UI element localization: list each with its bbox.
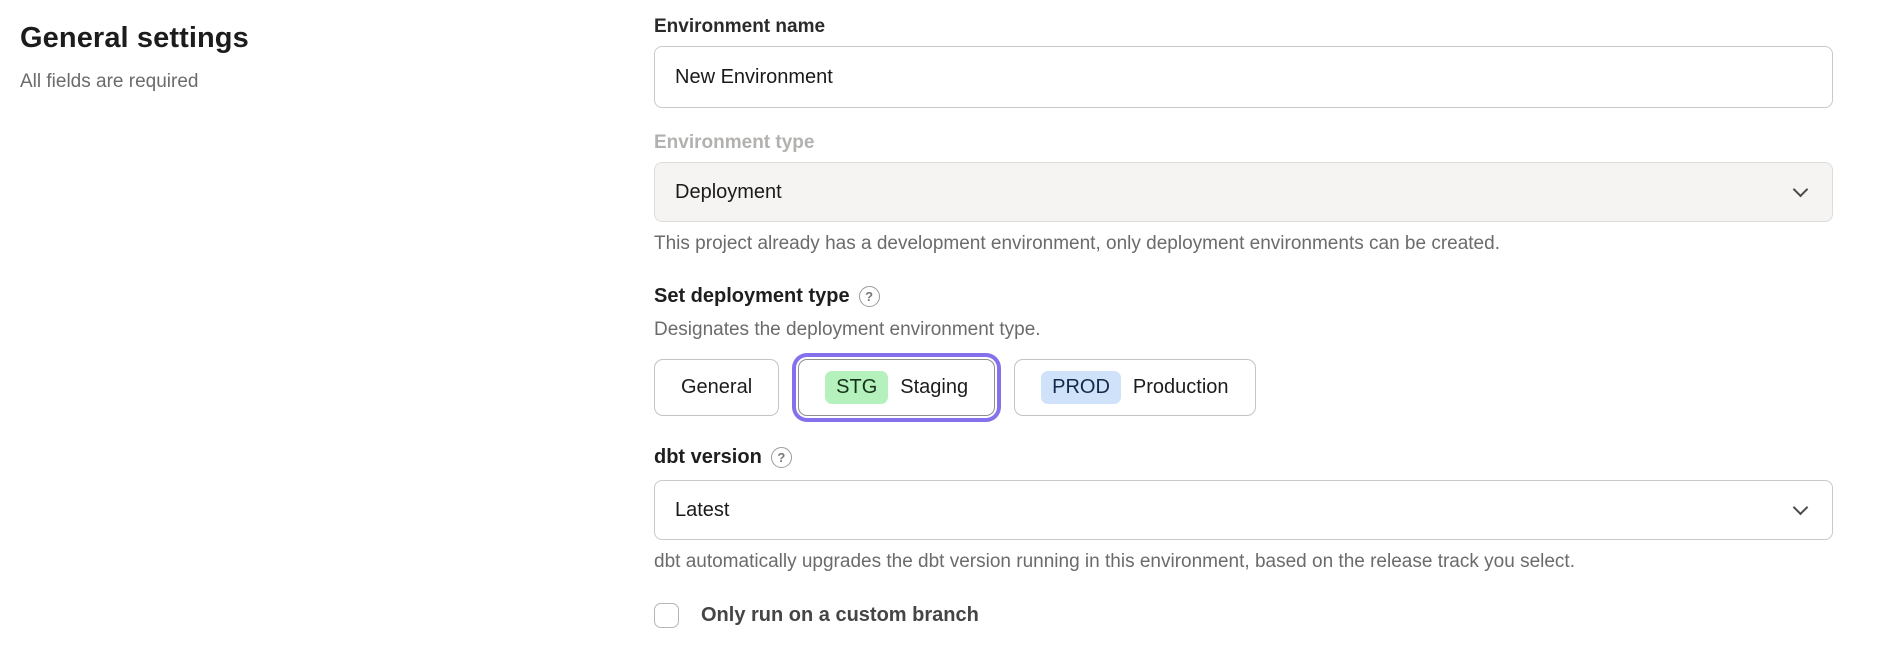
question-mark-circle-icon[interactable]: ? — [858, 286, 880, 307]
dbt-version-helper: dbt automatically upgrades the dbt versi… — [654, 551, 1575, 572]
chevron-down-icon — [1792, 181, 1809, 198]
environment-type-label: Environment type — [654, 132, 815, 153]
custom-branch-row: Only run on a custom branch — [654, 603, 1833, 628]
question-mark-circle-icon[interactable]: ? — [770, 447, 792, 468]
deployment-type-heading: Set deployment type ? — [654, 285, 1833, 308]
deployment-type-option-staging[interactable]: STG Staging — [798, 359, 996, 416]
environment-type-value: Deployment — [675, 180, 782, 203]
deployment-type-option-general-label: General — [681, 376, 753, 398]
environment-type-select: Deployment — [654, 162, 1833, 222]
deployment-type-option-staging-label: Staging — [900, 376, 969, 398]
custom-branch-label[interactable]: Only run on a custom branch — [701, 604, 979, 626]
dbt-version-value: Latest — [675, 498, 730, 521]
custom-branch-checkbox[interactable] — [654, 603, 679, 628]
production-badge: PROD — [1041, 371, 1121, 404]
environment-name-label: Environment name — [654, 16, 826, 37]
deployment-type-options: General STG Staging PROD Production — [654, 359, 1833, 416]
dbt-version-heading: dbt version ? — [654, 446, 1833, 469]
deployment-type-heading-text: Set deployment type — [654, 285, 850, 307]
deployment-type-helper: Designates the deployment environment ty… — [654, 319, 1041, 340]
settings-page: General settings All fields are required… — [0, 0, 1833, 628]
dbt-version-select[interactable]: Latest — [654, 480, 1833, 540]
chevron-down-icon — [1792, 499, 1809, 516]
page-title: General settings — [20, 22, 249, 54]
deployment-type-option-production-label: Production — [1132, 376, 1229, 398]
staging-badge: STG — [825, 371, 889, 404]
page-subtitle: All fields are required — [20, 71, 199, 92]
environment-type-helper: This project already has a development e… — [654, 233, 1500, 254]
general-settings-form: Environment name Environment type Deploy… — [654, 0, 1833, 628]
deployment-type-option-production[interactable]: PROD Production — [1014, 359, 1256, 416]
deployment-type-option-general[interactable]: General — [654, 359, 780, 416]
section-intro: General settings All fields are required — [0, 0, 654, 628]
environment-name-input[interactable] — [654, 46, 1833, 108]
dbt-version-heading-text: dbt version — [654, 446, 762, 468]
